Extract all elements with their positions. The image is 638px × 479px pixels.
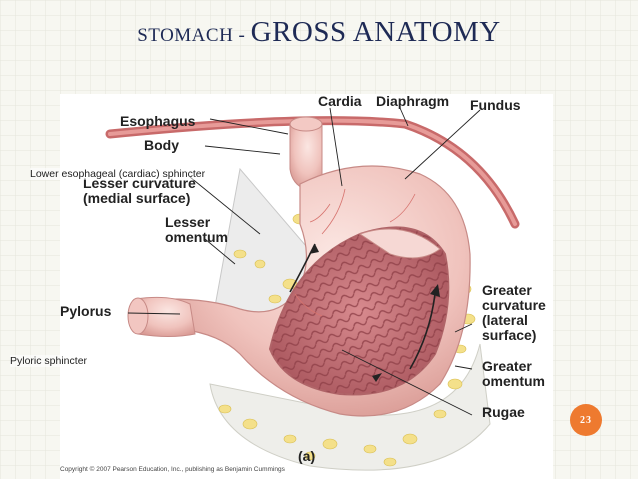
copyright-notice: Copyright © 2007 Pearson Education, Inc.… — [60, 466, 285, 473]
stomach-illustration — [105, 107, 520, 471]
stomach-figure: Cardia Diaphragm Fundus Esophagus Body L… — [60, 94, 553, 479]
label-greater-curvature: Greater curvature (lateral surface) — [482, 282, 546, 343]
greater-curvature-arrow — [409, 293, 436, 370]
slide-title: STOMACH - GROSS ANATOMY — [0, 16, 638, 49]
label-esophagus: Esophagus — [120, 113, 196, 129]
label-fundus: Fundus — [470, 97, 521, 113]
label-lesser-curvature: Lesser curvature (medial surface) — [83, 175, 196, 206]
blood-vessels — [294, 188, 416, 317]
label-lesser-omentum: Lesser omentum — [165, 214, 228, 245]
title-prefix: STOMACH - — [137, 25, 251, 46]
label-rugae: Rugae — [482, 404, 525, 420]
greater-omentum-shape — [209, 343, 491, 471]
esophagus-opening — [289, 116, 323, 132]
label-greater-omentum: Greater omentum — [482, 358, 545, 389]
label-body: Body — [144, 137, 179, 153]
pylorus-shape — [134, 296, 196, 337]
note-lower-esophageal-sphincter: Lower esophageal (cardiac) sphincter — [30, 168, 206, 180]
label-pylorus: Pylorus — [60, 303, 112, 319]
pylorus-opening — [127, 297, 149, 335]
page-number-badge: 23 — [570, 404, 602, 436]
note-pyloric-sphincter: Pyloric sphincter — [10, 355, 88, 367]
label-cardia: Cardia — [318, 94, 362, 109]
leader-lines — [127, 107, 481, 416]
label-diaphragm: Diaphragm — [376, 94, 450, 109]
title-main: GROSS ANATOMY — [250, 16, 501, 48]
cut-wall-edge — [358, 228, 441, 259]
label-panel: (a) — [298, 448, 316, 464]
